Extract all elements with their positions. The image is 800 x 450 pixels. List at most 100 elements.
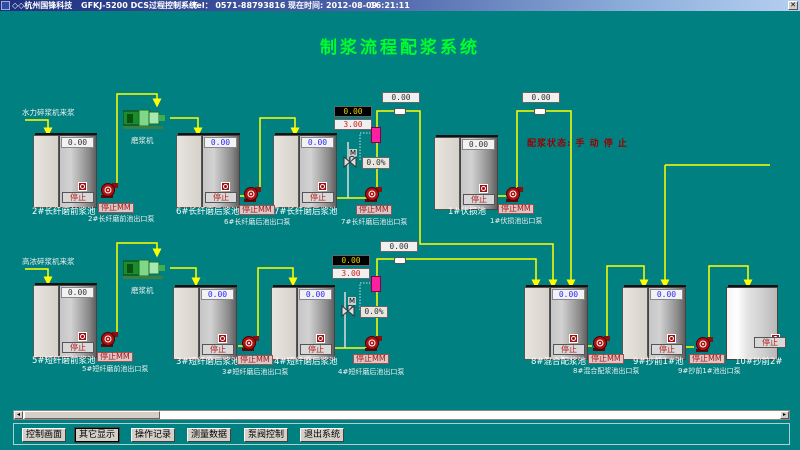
pump-9[interactable] — [695, 336, 713, 352]
short-fiber-flow: 0.00 — [380, 241, 418, 252]
pump-9-label: 9#抄前1#池出口泵 — [678, 367, 741, 375]
pump-3-label: 3#短纤磨后池出口泵 — [222, 368, 289, 376]
pump-icon — [242, 336, 259, 351]
pump-2[interactable] — [100, 182, 118, 198]
mix-status-value: 手 动 停 止 — [575, 139, 628, 149]
pump-9-status[interactable]: 停止MM — [689, 354, 725, 364]
control-valve-icon[interactable] — [341, 304, 355, 318]
tank-level: 0.00 — [299, 289, 332, 300]
pump-4[interactable] — [364, 335, 382, 351]
tank-3-label: 3#短纤磨后浆池 — [176, 357, 240, 367]
source-label-row2: 高浓碎浆机来浆 — [22, 257, 75, 266]
pump-8[interactable] — [592, 335, 610, 351]
tank-level: 0.00 — [204, 137, 237, 148]
grinder-2-label: 磨浆机 — [131, 286, 154, 295]
scroll-thumb[interactable] — [24, 411, 160, 419]
tank-4[interactable]: 0.00 停止 — [271, 285, 335, 360]
pump-7[interactable] — [364, 186, 382, 202]
tank-5[interactable]: 0.00 停止 — [33, 283, 97, 358]
tank-1-label: 1#伏损池 — [448, 207, 487, 217]
short-fiber-setpoint[interactable]: 3.00 — [332, 268, 370, 279]
pipe-p7-to-t8 — [376, 110, 558, 289]
tank-2[interactable]: 0.00 停止 — [33, 133, 97, 208]
tank-status: 停止 — [300, 344, 332, 355]
current-date: 现在时间: 2012-08-09 — [288, 1, 378, 10]
pump-2-status[interactable]: 停止MM — [98, 203, 134, 213]
pump-1-status[interactable]: 停止MM — [498, 204, 534, 214]
pump-6[interactable] — [243, 186, 261, 202]
tank-7[interactable]: 0.00 停止 — [273, 133, 337, 208]
flowmeter-broke — [534, 108, 546, 115]
app-icon — [1, 1, 10, 10]
alarm-icon — [221, 182, 230, 191]
tank-8[interactable]: 0.00 停止 — [524, 285, 588, 360]
consistency-regulator-short[interactable] — [371, 276, 381, 292]
tank-6-label: 6#长纤磨后浆池 — [176, 207, 240, 217]
pump-3[interactable] — [241, 335, 259, 351]
consistency-regulator-long[interactable] — [371, 127, 381, 143]
flowmeter-long — [394, 108, 406, 115]
pump-valve-control-button[interactable]: 泵阀控制 — [244, 428, 289, 442]
pump-5-status[interactable]: 停止MM — [97, 352, 133, 362]
measurement-data-button[interactable]: 测量数据 — [187, 428, 232, 442]
pump-3-status[interactable]: 停止MM — [237, 355, 273, 365]
pipe-grinder2-to-t3 — [170, 267, 201, 287]
pump-8-status[interactable]: 停止MM — [588, 354, 624, 364]
pump-icon — [101, 183, 118, 198]
alarm-icon — [569, 334, 578, 343]
long-fiber-setpoint[interactable]: 3.00 — [334, 119, 372, 130]
exit-system-button[interactable]: 退出系统 — [300, 428, 345, 442]
tank-status: 停止 — [62, 192, 94, 203]
flowmeter-short — [394, 257, 406, 264]
pump-7-label: 7#长纤磨后池出口泵 — [341, 218, 408, 226]
pump-icon — [696, 337, 713, 352]
pump-4-status[interactable]: 停止MM — [353, 354, 389, 364]
pump-icon — [365, 187, 382, 202]
current-time: 16:21:11 — [370, 1, 410, 10]
long-fiber-valve-opening: 0.0% — [362, 157, 390, 169]
pipe-p6-to-t7 — [259, 117, 300, 188]
tank-10-label: 10#抄前2# — [735, 357, 783, 367]
tank-level: 0.00 — [61, 137, 94, 148]
pipe-p3-to-t4 — [257, 267, 298, 338]
grinder-2[interactable] — [122, 258, 165, 282]
horizontal-scrollbar[interactable]: ◂ ▸ — [13, 410, 790, 420]
close-button[interactable]: ✕ — [788, 1, 798, 10]
grinder-1[interactable] — [122, 108, 165, 132]
pump-6-status[interactable]: 停止MM — [239, 205, 275, 215]
tank-2-label: 2#长纤磨前浆池 — [32, 207, 96, 217]
pump-icon — [506, 187, 523, 202]
tank-1[interactable]: 0.00 停止 — [434, 135, 498, 210]
pump-icon — [593, 336, 610, 351]
grinder-icon — [122, 259, 165, 279]
pump-icon — [244, 187, 261, 202]
long-fiber-pv: 0.00 — [334, 106, 372, 117]
tank-4-label: 4#短纤磨后浆池 — [274, 357, 338, 367]
alarm-icon — [316, 334, 325, 343]
pump-7-status[interactable]: 停止MM — [356, 205, 392, 215]
tank-level: 0.00 — [61, 287, 94, 298]
pump-1[interactable] — [505, 186, 523, 202]
pump-icon — [365, 336, 382, 351]
tank-6[interactable]: 0.00 停止 — [176, 133, 240, 208]
tank-status: 停止 — [553, 344, 585, 355]
operation-log-button[interactable]: 操作记录 — [131, 428, 176, 442]
control-screen-button[interactable]: 控制画面 — [22, 428, 67, 442]
tank-level: 0.00 — [462, 139, 495, 150]
valve-mode-short: M — [348, 297, 357, 305]
tank-9[interactable]: 0.00 停止 — [622, 285, 686, 360]
other-display-button[interactable]: 其它显示 — [73, 427, 121, 443]
alarm-icon — [479, 184, 488, 193]
tank-status: 停止 — [651, 344, 683, 355]
tank-3[interactable]: 0.00 停止 — [173, 285, 237, 360]
alarm-icon — [218, 334, 227, 343]
scroll-right-button[interactable]: ▸ — [780, 411, 789, 419]
pump-6-label: 6#长纤磨后池出口泵 — [224, 218, 291, 226]
short-fiber-pv: 0.00 — [332, 255, 370, 266]
scroll-left-button[interactable]: ◂ — [14, 411, 23, 419]
pump-5[interactable] — [100, 331, 118, 347]
tank-10[interactable]: 停止 — [726, 285, 786, 360]
mix-status-label: 配浆状态: — [527, 139, 572, 149]
control-valve-icon[interactable] — [343, 155, 357, 169]
alarm-icon — [318, 182, 327, 191]
